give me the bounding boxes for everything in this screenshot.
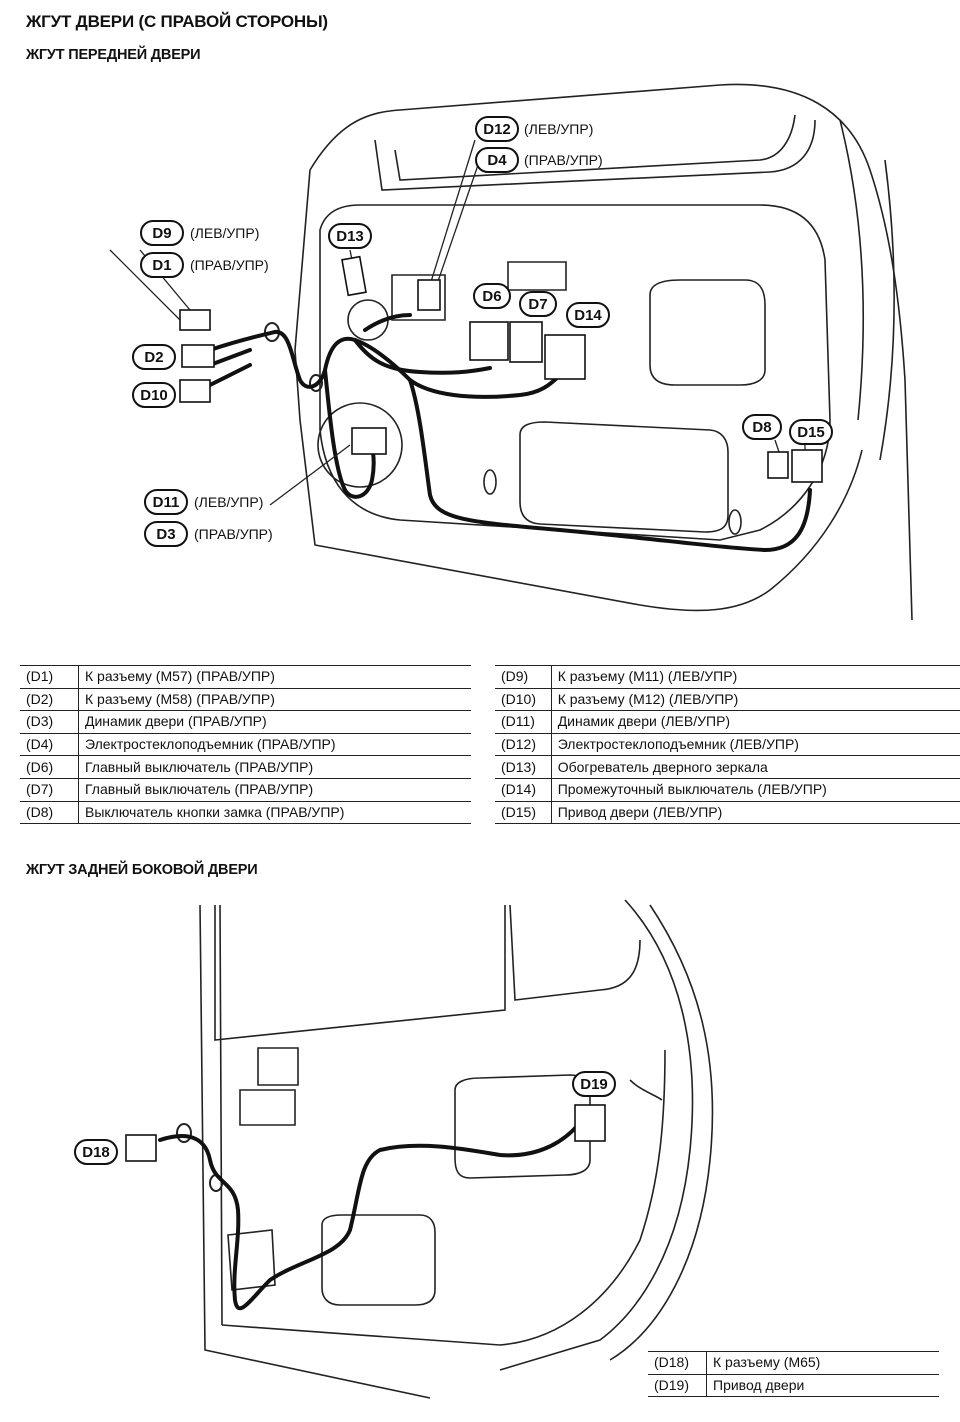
legend-code: (D19)	[648, 1373, 707, 1398]
front-door-outline	[264, 83, 913, 621]
legend-description: Выключатель кнопки замка (ПРАВ/УПР)	[78, 800, 471, 825]
callout-d10-id: D10	[140, 387, 168, 404]
callout-d3-note: (ПРАВ/УПР)	[194, 526, 273, 542]
legend-description: К разъему (M12) (ЛЕВ/УПР)	[551, 687, 960, 712]
front-connectors	[179, 255, 823, 483]
callout-d6-id: D6	[482, 288, 501, 305]
callout-d2-id: D2	[144, 349, 163, 366]
legend-code: (D12)	[495, 732, 552, 757]
front-legend-right: (D9)К разъему (M11) (ЛЕВ/УПР)(D10)К разъ…	[495, 665, 960, 825]
callout-d15-id: D15	[797, 424, 825, 441]
front-door-section-title: ЖГУТ ПЕРЕДНЕЙ ДВЕРИ	[26, 47, 201, 63]
legend-code: (D14)	[495, 777, 552, 802]
callout-d19-id: D19	[580, 1076, 608, 1093]
rear-legend: (D18)К разъему (M65)(D19)Привод двери	[648, 1351, 939, 1398]
legend-code: (D1)	[20, 665, 79, 689]
callout-d9-note: (ЛЕВ/УПР)	[190, 225, 259, 241]
rear-callout-bubbles	[74, 1071, 616, 1165]
callout-d1-id: D1	[152, 257, 171, 274]
legend-code: (D3)	[20, 710, 79, 734]
legend-row: (D18)К разъему (M65)	[648, 1351, 939, 1375]
front-callout-labels: D12 (ЛЕВ/УПР) D4 (ПРАВ/УПР) D9 (ЛЕВ/УПР)…	[140, 121, 825, 543]
legend-row: (D6)Главный выключатель (ПРАВ/УПР)	[20, 755, 471, 779]
rear-connectors	[125, 1104, 606, 1162]
legend-code: (D9)	[495, 665, 552, 689]
legend-row: (D3)Динамик двери (ПРАВ/УПР)	[20, 710, 471, 734]
legend-code: (D18)	[648, 1351, 707, 1375]
callout-d12-id: D12	[483, 121, 511, 138]
legend-row: (D9)К разъему (M11) (ЛЕВ/УПР)	[495, 665, 960, 689]
legend-row: (D12)Электростеклоподъемник (ЛЕВ/УПР)	[495, 732, 960, 757]
rear-callout-labels: D18 D19	[82, 1076, 608, 1161]
legend-row: (D15)Привод двери (ЛЕВ/УПР)	[495, 800, 960, 825]
callout-d9-id: D9	[152, 225, 171, 242]
legend-description: К разъему (M11) (ЛЕВ/УПР)	[551, 665, 960, 689]
legend-row: (D19)Привод двери	[648, 1373, 939, 1398]
callout-d8-id: D8	[752, 419, 771, 436]
legend-row: (D4)Электростеклоподъемник (ПРАВ/УПР)	[20, 732, 471, 757]
callout-d11-id: D11	[153, 494, 180, 511]
callout-d1-note: (ПРАВ/УПР)	[190, 257, 269, 273]
page-title: ЖГУТ ДВЕРИ (С ПРАВОЙ СТОРОНЫ)	[26, 12, 328, 31]
legend-row: (D13)Обогреватель дверного зеркала	[495, 755, 960, 779]
legend-row: (D2)К разъему (M58) (ПРАВ/УПР)	[20, 687, 471, 712]
callout-d11-note: (ЛЕВ/УПР)	[194, 494, 263, 510]
legend-code: (D10)	[495, 687, 552, 712]
legend-row: (D1)К разъему (M57) (ПРАВ/УПР)	[20, 665, 471, 689]
rear-harness	[158, 1123, 580, 1311]
legend-description: К разъему (M58) (ПРАВ/УПР)	[78, 687, 471, 712]
legend-description: Главный выключатель (ПРАВ/УПР)	[78, 777, 471, 802]
legend-description: Главный выключатель (ПРАВ/УПР)	[78, 755, 471, 779]
callout-d3-id: D3	[156, 526, 175, 543]
legend-code: (D2)	[20, 687, 79, 712]
legend-description: Привод двери	[706, 1373, 939, 1398]
rear-door-outline	[176, 899, 714, 1399]
callout-d14-id: D14	[574, 307, 602, 324]
legend-code: (D6)	[20, 755, 79, 779]
legend-row: (D10)К разъему (M12) (ЛЕВ/УПР)	[495, 687, 960, 712]
legend-description: Электростеклоподъемник (ЛЕВ/УПР)	[551, 732, 960, 757]
rear-door-section-title: ЖГУТ ЗАДНЕЙ БОКОВОЙ ДВЕРИ	[26, 862, 258, 878]
front-door-diagram: D12 (ЛЕВ/УПР) D4 (ПРАВ/УПР) D9 (ЛЕВ/УПР)…	[109, 83, 913, 621]
callout-d4-id: D4	[487, 152, 507, 169]
front-harness	[208, 313, 812, 553]
legend-description: Динамик двери (ЛЕВ/УПР)	[551, 710, 960, 734]
legend-row: (D11)Динамик двери (ЛЕВ/УПР)	[495, 710, 960, 734]
legend-code: (D15)	[495, 800, 552, 825]
legend-description: Обогреватель дверного зеркала	[551, 755, 960, 779]
legend-row: (D7)Главный выключатель (ПРАВ/УПР)	[20, 777, 471, 802]
legend-description: Динамик двери (ПРАВ/УПР)	[78, 710, 471, 734]
callout-d18-id: D18	[82, 1144, 110, 1161]
legend-code: (D8)	[20, 800, 79, 825]
legend-code: (D4)	[20, 732, 79, 757]
legend-row: (D14)Промежуточный выключатель (ЛЕВ/УПР)	[495, 777, 960, 802]
legend-code: (D13)	[495, 755, 552, 779]
legend-code: (D7)	[20, 777, 79, 802]
legend-row: (D8)Выключатель кнопки замка (ПРАВ/УПР)	[20, 800, 471, 825]
legend-code: (D11)	[495, 710, 552, 734]
callout-d12-note: (ЛЕВ/УПР)	[524, 121, 593, 137]
legend-description: Привод двери (ЛЕВ/УПР)	[551, 800, 960, 825]
front-callout-bubbles	[132, 116, 833, 547]
callout-d4-note: (ПРАВ/УПР)	[524, 152, 603, 168]
legend-description: К разъему (M65)	[706, 1351, 939, 1375]
callout-d7-id: D7	[528, 296, 547, 313]
front-leader-lines	[109, 139, 806, 506]
front-legend-left: (D1)К разъему (M57) (ПРАВ/УПР)(D2)К разъ…	[20, 665, 471, 825]
legend-description: Промежуточный выключатель (ЛЕВ/УПР)	[551, 777, 960, 802]
callout-d13-id: D13	[336, 228, 364, 245]
legend-description: Электростеклоподъемник (ПРАВ/УПР)	[78, 732, 471, 757]
legend-description: К разъему (M57) (ПРАВ/УПР)	[78, 665, 471, 689]
